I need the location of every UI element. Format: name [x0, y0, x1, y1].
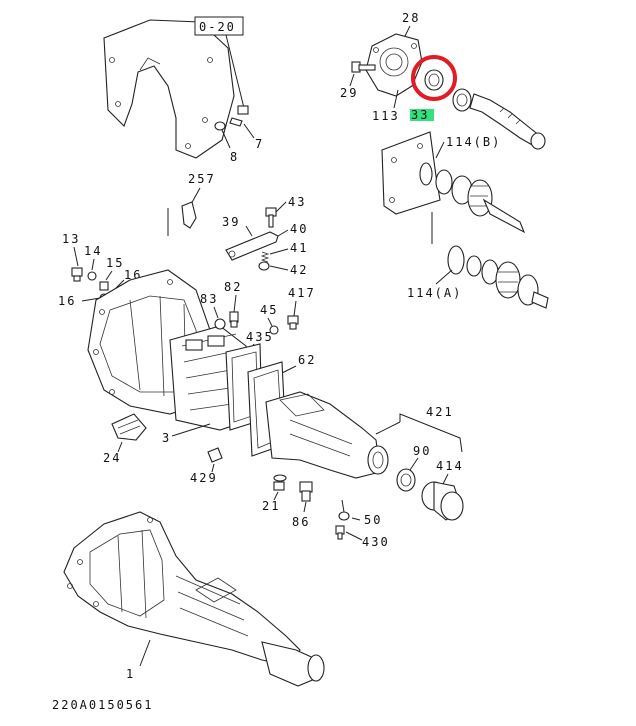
highlight-circle [411, 55, 457, 101]
callout-113: 113 [372, 109, 400, 123]
callout-421: 421 [426, 405, 454, 419]
callout-39: 39 [222, 215, 240, 229]
callout-82: 82 [224, 280, 242, 294]
intermediate-plate[interactable] [381, 131, 441, 215]
spring-41[interactable] [260, 251, 270, 263]
washer-50[interactable] [338, 511, 350, 521]
callout-40: 40 [290, 222, 308, 236]
callout-45: 45 [260, 303, 278, 317]
callout-114-b: 114(B) [446, 135, 501, 149]
callout-16-lower: 16 [58, 294, 76, 308]
callout-62: 62 [298, 353, 316, 367]
callout-50: 50 [364, 513, 382, 527]
shift-lever-39[interactable] [225, 231, 279, 261]
dust-cover-414[interactable] [421, 481, 464, 521]
callout-417: 417 [288, 286, 316, 300]
plug-21[interactable] [273, 474, 287, 491]
callout-7: 7 [255, 137, 264, 151]
bolt-29[interactable] [351, 61, 376, 73]
callout-29: 29 [340, 86, 358, 100]
callout-86: 86 [292, 515, 310, 529]
callout-257: 257 [188, 172, 216, 186]
highlight-label-bg [410, 109, 434, 121]
callout-14: 14 [84, 244, 102, 258]
bolt-86[interactable] [299, 481, 313, 502]
cover-plate-24[interactable] [111, 413, 147, 441]
callout-430: 430 [362, 535, 390, 549]
callout-8: 8 [230, 150, 239, 164]
gasket-14[interactable] [87, 271, 97, 281]
callout-429: 429 [190, 471, 218, 485]
callout-435: 435 [246, 330, 274, 344]
callout-0-20: 0-20 [199, 20, 236, 34]
callout-15: 15 [106, 256, 124, 270]
bolt-82[interactable] [229, 311, 239, 328]
washer-83[interactable] [214, 318, 226, 330]
snap-ring-114-b[interactable] [419, 162, 433, 186]
callout-21: 21 [262, 499, 280, 513]
callout-43: 43 [288, 195, 306, 209]
pin-429[interactable] [207, 447, 223, 463]
flywheel-housing-plate[interactable] [103, 19, 235, 159]
callout-1: 1 [126, 667, 135, 681]
callout-83: 83 [200, 292, 218, 306]
bracket-257[interactable] [181, 201, 197, 229]
extension-housing[interactable] [265, 391, 389, 479]
callout-114-a: 114(A) [407, 286, 462, 300]
bolt-417[interactable] [287, 315, 299, 330]
diagram-code: 220A0150561 [52, 698, 153, 712]
bearing-and-mainshaft[interactable] [452, 88, 546, 150]
bearing-retainer-28[interactable] [365, 33, 423, 97]
callout-90: 90 [413, 444, 431, 458]
plug-430[interactable] [335, 525, 345, 540]
transmission-assembly-1[interactable] [63, 511, 325, 687]
oil-seal-90[interactable] [396, 468, 416, 492]
plug-13[interactable] [71, 267, 83, 282]
oil-seal-33[interactable] [424, 69, 444, 91]
callout-13: 13 [62, 232, 80, 246]
washer-45[interactable] [269, 325, 279, 335]
callout-28: 28 [402, 11, 420, 25]
label-group-0-20[interactable]: 0-20 [194, 16, 244, 36]
counter-gear-upper[interactable] [435, 169, 526, 234]
callout-33: 33 [411, 108, 429, 122]
snap-ring-114-a[interactable] [447, 245, 465, 275]
callout-414: 414 [436, 459, 464, 473]
callout-41: 41 [290, 241, 308, 255]
bolt-43[interactable] [265, 207, 277, 228]
plug-15[interactable] [99, 281, 109, 291]
callout-42: 42 [290, 263, 308, 277]
countershaft-gears[interactable] [466, 255, 549, 309]
callout-24: 24 [103, 451, 121, 465]
bolt-7[interactable] [214, 105, 249, 131]
callout-3: 3 [162, 431, 171, 445]
washer-42[interactable] [258, 261, 270, 271]
